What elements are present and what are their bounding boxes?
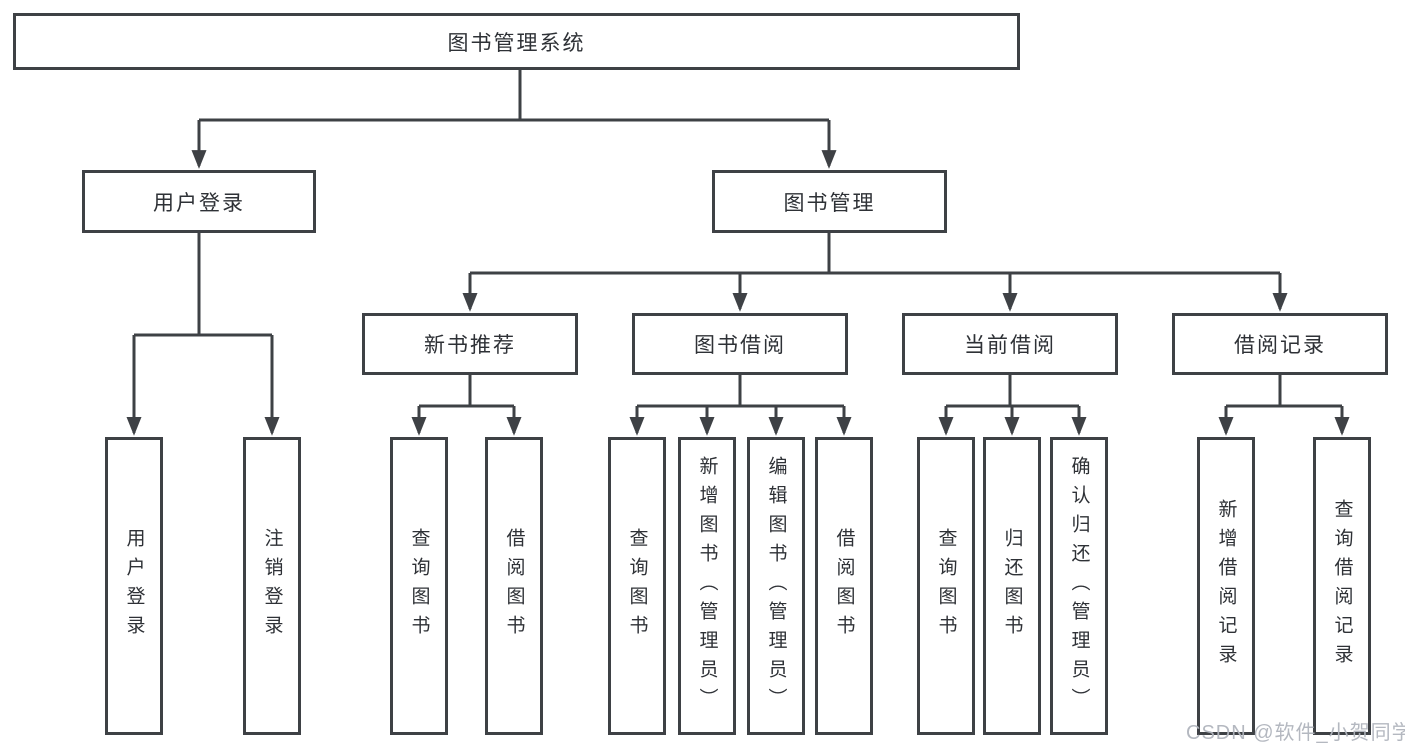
node-label: 新书推荐 — [424, 334, 516, 357]
node-label: 编辑图书（管理员） — [765, 455, 787, 717]
node-borrowing-records: 借阅记录 — [1172, 313, 1388, 375]
leaf-borrow-books-recommend: 借阅图书 — [485, 437, 543, 735]
leaf-query-books-recommend: 查询图书 — [390, 437, 448, 735]
node-user-login: 用户登录 — [82, 170, 316, 233]
node-label: 图书借阅 — [694, 334, 786, 357]
node-label: 查询借阅记录 — [1331, 499, 1353, 673]
leaf-borrow-books-borrowing: 借阅图书 — [815, 437, 873, 735]
leaf-user-login: 用户登录 — [105, 437, 163, 735]
node-book-borrowing: 图书借阅 — [632, 313, 848, 375]
leaf-return-books: 归还图书 — [983, 437, 1041, 735]
leaf-add-borrow-record: 新增借阅记录 — [1197, 437, 1255, 735]
node-label: 新增借阅记录 — [1215, 499, 1237, 673]
leaf-confirm-return-admin: 确认归还（管理员） — [1050, 437, 1108, 735]
node-label: 新增图书（管理员） — [696, 455, 718, 717]
node-book-management: 图书管理 — [712, 170, 947, 233]
node-label: 查询图书 — [935, 528, 957, 644]
leaf-add-books-admin: 新增图书（管理员） — [678, 437, 736, 735]
leaf-query-books-borrowing: 查询图书 — [608, 437, 666, 735]
node-label: 用户登录 — [123, 528, 145, 644]
node-label: 借阅图书 — [833, 528, 855, 644]
node-label: 查询图书 — [408, 528, 430, 644]
node-label: 图书管理 — [783, 191, 876, 215]
node-label: 当前借阅 — [964, 334, 1056, 357]
node-label: 查询图书 — [626, 528, 648, 644]
node-label: 借阅记录 — [1234, 334, 1326, 357]
leaf-query-books-current: 查询图书 — [917, 437, 975, 735]
node-new-book-recommendation: 新书推荐 — [362, 313, 578, 375]
leaf-edit-books-admin: 编辑图书（管理员） — [747, 437, 805, 735]
node-label: 借阅图书 — [503, 528, 525, 644]
node-label: 用户登录 — [153, 191, 245, 215]
leaf-query-borrow-record: 查询借阅记录 — [1313, 437, 1371, 735]
node-label: 归还图书 — [1001, 528, 1023, 644]
node-label: 确认归还（管理员） — [1068, 455, 1090, 717]
node-current-borrowing: 当前借阅 — [902, 313, 1118, 375]
node-label: 注销登录 — [261, 528, 283, 644]
csdn-watermark: CSDN @软件_小贺同学 — [1186, 722, 1405, 744]
node-label: 图书管理系统 — [447, 31, 586, 55]
leaf-logout: 注销登录 — [243, 437, 301, 735]
node-book-management-system: 图书管理系统 — [13, 13, 1020, 70]
